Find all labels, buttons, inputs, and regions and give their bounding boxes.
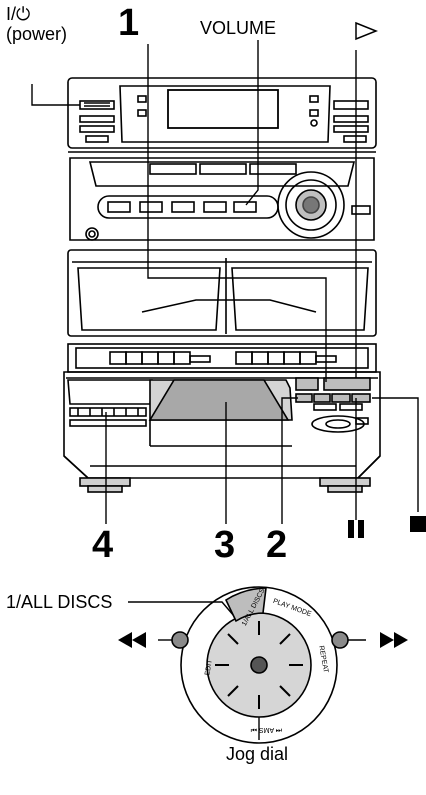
left-foot [79, 477, 131, 487]
fast-forward-symbol [380, 632, 408, 648]
rewind-indicator [171, 631, 189, 649]
play-symbol [355, 21, 379, 41]
all-discs-label: 1/ALL DISCS [6, 592, 113, 612]
dial-outer-ring [180, 586, 338, 744]
step-4-label: 4 [92, 524, 114, 566]
forward-indicator [331, 631, 349, 649]
rewind-symbol [118, 632, 146, 648]
power-symbol-label: I/⏻ [6, 4, 31, 24]
dial-play-mode-text: PLAY MODE [272, 598, 312, 618]
power-text-label: (power) [6, 24, 68, 44]
dial-edit-text: EDIT [204, 658, 214, 676]
volume-label: VOLUME [200, 18, 277, 38]
top-section [67, 77, 377, 149]
step-3-label: 3 [214, 524, 236, 566]
dial-ams-text: ⏮ AMS ⏭ [250, 726, 282, 733]
dial-repeat-text: REPEAT [317, 645, 329, 674]
volume-knob [277, 171, 345, 239]
pause-symbol [348, 520, 364, 538]
step-1-label: 1 [118, 2, 140, 44]
cassette-section [67, 249, 377, 337]
step-2-label: 2 [266, 524, 288, 566]
disc-button [295, 377, 319, 391]
right-foot [319, 477, 371, 487]
stop-symbol [410, 516, 426, 532]
display-window [167, 89, 279, 129]
amp-section [69, 157, 375, 241]
jog-dial-label: Jog dial [226, 744, 289, 764]
play-button [323, 377, 371, 391]
